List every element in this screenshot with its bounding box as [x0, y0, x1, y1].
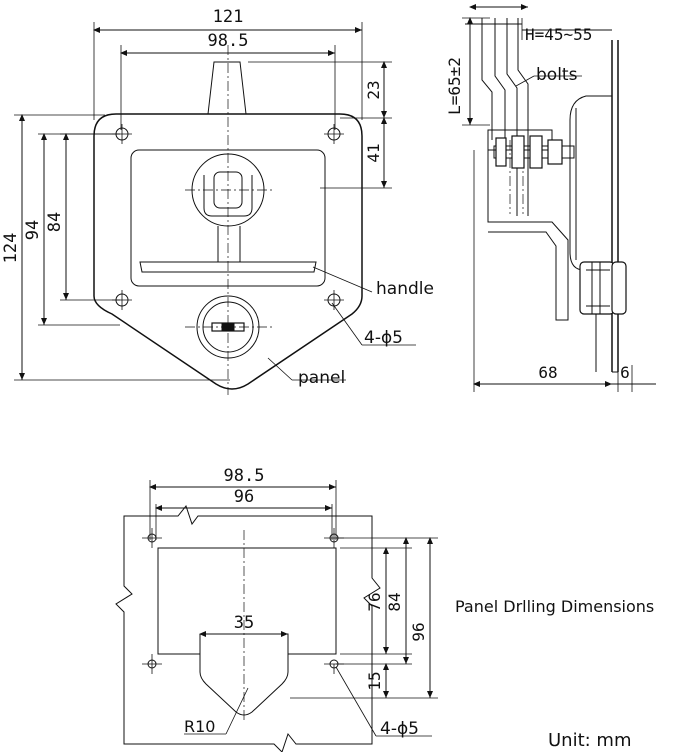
- unit-label: Unit: mm: [548, 730, 632, 751]
- dim-overall-width: 121: [213, 7, 244, 27]
- label-panel: panel: [298, 368, 345, 388]
- dim-drill-15: 15: [365, 671, 384, 690]
- dim-drill-84: 84: [385, 592, 404, 611]
- front-view: 121 98.5 23 41 124 94 84: [1, 7, 434, 395]
- dim-drill-96-top: 96: [234, 487, 254, 507]
- mounting-holes: [112, 124, 344, 310]
- label-bolts: bolts: [536, 65, 578, 85]
- side-view: H=45~55 L=65±2: [445, 4, 656, 392]
- dim-height-94: 94: [23, 220, 43, 240]
- dim-drill-96-right: 96: [409, 622, 428, 641]
- dim-drill-76: 76: [365, 592, 384, 611]
- dim-flange: 6: [620, 363, 630, 382]
- panel-cutout-outline: [115, 504, 381, 752]
- dim-height-84: 84: [45, 212, 65, 232]
- label-radius: R10: [184, 717, 215, 736]
- drill-holes: [142, 528, 344, 674]
- dim-handle-mid: 41: [364, 143, 383, 162]
- drilling-title: Panel Drlling Dimensions: [455, 597, 654, 616]
- label-drill-holes: 4-ϕ5: [380, 719, 419, 739]
- label-handle: handle: [376, 279, 434, 299]
- drilling-view: 98.5 96 35 76 84 96 15 R10 4-ϕ5 Panel Dr…: [115, 466, 654, 752]
- dim-depth: 68: [538, 363, 557, 382]
- dim-l-range: L=65±2: [445, 57, 464, 115]
- dim-drill-98-5: 98.5: [224, 466, 265, 486]
- dim-overall-height: 124: [1, 233, 21, 264]
- dim-hole-spacing-width: 98.5: [208, 31, 249, 51]
- dim-drill-35: 35: [234, 613, 254, 633]
- dim-h-range: H=45~55: [525, 25, 592, 44]
- label-mounting-holes: 4-ϕ5: [364, 328, 403, 348]
- lock-flange-outline: [93, 113, 363, 390]
- handle-stem: [207, 61, 247, 115]
- dim-handle-top: 23: [364, 80, 383, 99]
